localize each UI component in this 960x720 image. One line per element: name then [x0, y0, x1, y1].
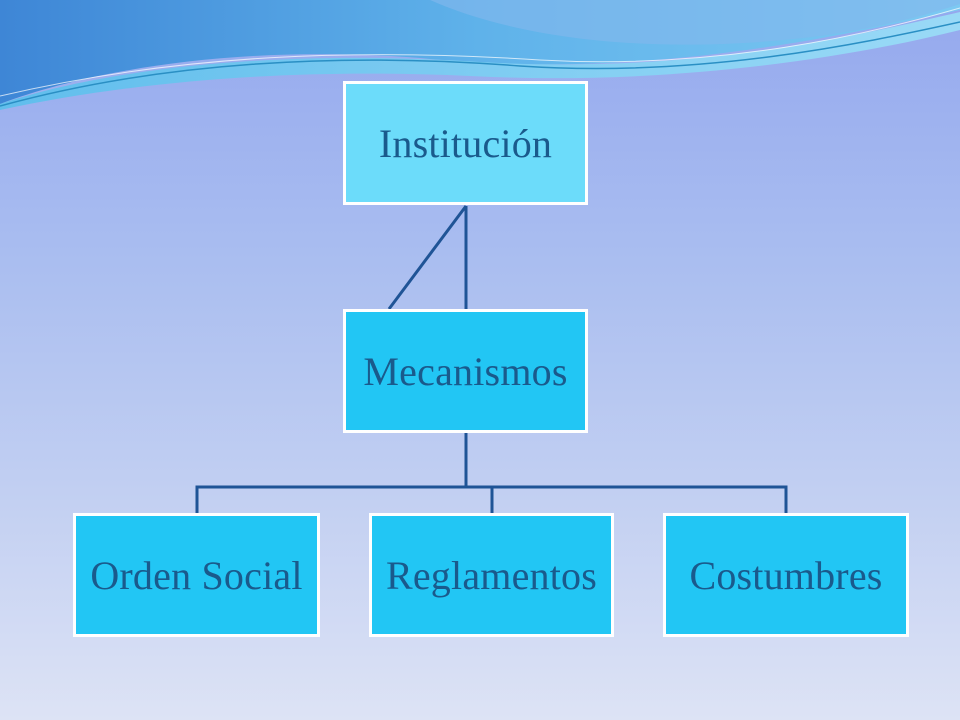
node-reglamentos-label: Reglamentos — [385, 552, 598, 598]
node-reglamentos: Reglamentos — [369, 513, 614, 637]
node-costumbres-label: Costumbres — [689, 552, 883, 598]
connector-diagonal — [387, 205, 468, 310]
node-mecanismos: Mecanismos — [343, 309, 588, 433]
node-institucion: Institución — [343, 81, 588, 205]
node-orden-social: Orden Social — [73, 513, 320, 637]
node-costumbres: Costumbres — [663, 513, 909, 637]
node-mecanismos-label: Mecanismos — [363, 348, 568, 394]
decorative-wave-header — [0, 0, 960, 110]
node-institucion-label: Institución — [378, 120, 553, 166]
node-orden-social-label: Orden Social — [90, 552, 303, 598]
